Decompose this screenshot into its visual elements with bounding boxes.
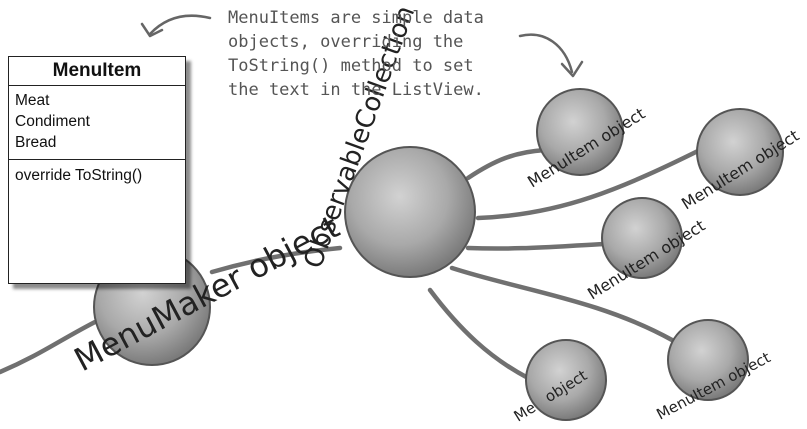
class-fields: Meat Condiment Bread (9, 86, 185, 160)
connector-line (465, 241, 609, 251)
connector-line (427, 287, 531, 381)
arrowhead (140, 22, 164, 38)
annotation-line: ToString() method to set (228, 56, 474, 76)
field-item: Condiment (15, 113, 90, 130)
annotation-line: the text in the ListView. (228, 80, 484, 100)
menuitem-object-ball (536, 88, 624, 176)
class-name: MenuItem (9, 57, 185, 86)
menuitem-object-ball (525, 339, 607, 421)
annotation-line: objects, overriding the (228, 32, 464, 52)
method-item: override ToString() (15, 167, 143, 184)
menuitem-object-ball (696, 108, 784, 196)
arrow-to-menuitem (518, 33, 574, 74)
connector-line (449, 265, 675, 343)
field-item: Meat (15, 92, 50, 109)
annotation-note: MenuItems are simple data objects, overr… (228, 6, 528, 102)
class-methods: override ToString() (9, 160, 185, 191)
uml-class-box: MenuItem Meat Condiment Bread override T… (8, 56, 186, 284)
field-item: Bread (15, 134, 57, 151)
menuitem-object-ball (667, 319, 749, 401)
menuitem-object-ball (601, 197, 683, 279)
collection-object-ball (344, 146, 476, 278)
connector-line (0, 319, 98, 375)
connector-line (475, 142, 713, 221)
annotation-line: MenuItems are simple data (228, 8, 484, 28)
connector-line (209, 245, 343, 275)
arrowhead (560, 60, 584, 78)
arrow-to-class-box (148, 14, 212, 36)
connector-line (465, 147, 548, 181)
